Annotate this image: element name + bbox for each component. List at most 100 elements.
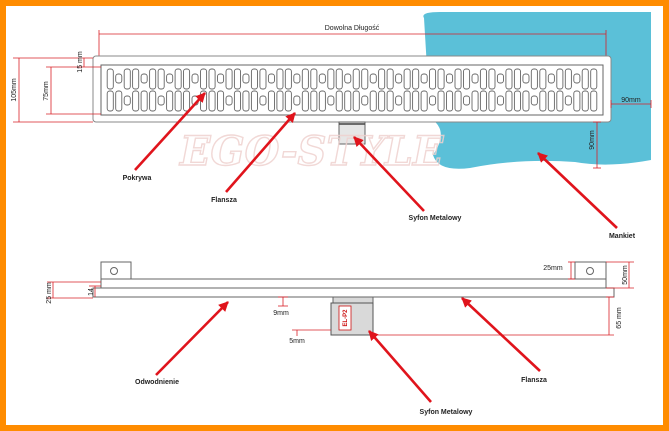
grate-slot [378,68,386,90]
callout-siphon-top: Syfon Metalowy [409,215,462,222]
grate-slot [149,90,157,112]
grate-slot [412,90,420,112]
grate-slot [573,73,581,84]
side-dimensions [47,261,634,336]
siphon-stamp-box [338,305,352,331]
grate-slot [454,90,462,112]
side-siphon [330,302,374,336]
grate-slot [183,68,191,90]
grate-slot [429,95,437,106]
dim-membrane-bottom: 90mm [589,130,596,150]
grate-slot [539,90,547,112]
grate-slot [522,90,530,112]
callout-drain: Odwodnienie [135,379,179,386]
grate-slot [225,68,233,90]
grate-slot [191,73,199,84]
grate-slot [386,90,394,112]
grate-slot [590,90,598,112]
grate-slot [225,95,233,106]
grate-slot [412,68,420,90]
grate-slot [386,68,394,90]
grate-slot [369,90,377,112]
left-dimensions [13,57,101,123]
grate-slot [344,90,352,112]
grate-slot [446,90,454,112]
dim-siphon-top: 9mm [273,310,289,317]
grate-slot [361,68,369,90]
grate-slot [157,95,165,106]
left-mounting-hole [110,267,118,275]
grate-slot [581,90,589,112]
grate-slot [174,90,182,112]
grate-slot [174,68,182,90]
grate-slot [233,68,241,90]
right-mounting-hole [586,267,594,275]
side-profile [92,261,615,298]
grate-slot [335,90,343,112]
grate-slot [590,68,598,90]
grate-slot [132,68,140,90]
grate-slot [284,90,292,112]
dim-left-height: 25 mm [46,282,53,304]
grate-slot [471,90,479,112]
grate-slot [301,90,309,112]
grate-slot [242,73,250,84]
grate-slot [310,68,318,90]
grate-slot [395,95,403,106]
grate-slot [403,90,411,112]
grate-slot [293,95,301,106]
grate-slot [217,73,225,84]
watermark-logo: EGO-STYLE [179,128,444,175]
grate-slot [318,90,326,112]
grate-slot [437,90,445,112]
grate-slot [276,90,284,112]
grate-slot [284,68,292,90]
grate-slot [259,95,267,106]
grate-slot [352,68,360,90]
grate-slot [471,73,479,84]
grate-slot [259,68,267,90]
grate-slot [123,95,131,106]
grate-slot [200,68,208,90]
grate-slot [556,90,564,112]
grate-slot [463,68,471,90]
length-dimension [98,30,607,60]
grate-slot [513,90,521,112]
grate-slot [446,73,454,84]
grate-slot [361,95,369,106]
grate-slot [140,73,148,84]
right-dimensions [593,100,652,169]
grate-slot [488,90,496,112]
dim-siphon-gap: 5mm [289,338,305,345]
dim-membrane-side: 90mm [621,97,641,104]
grate-slot [183,90,191,112]
grate-slot [293,73,301,84]
grate-slot [310,90,318,112]
grate-slot [318,73,326,84]
grate-slot [301,68,309,90]
dim-total-depth: 65 mm [616,307,623,329]
callout-flange-side: Flansza [521,377,547,384]
dim-flange: 15 mm [77,51,84,73]
grate-slot [115,73,123,84]
callout-flange-top: Flansza [211,197,237,204]
grate-slot [573,90,581,112]
grate-slot [166,90,174,112]
grate-slot [123,68,131,90]
grate-slot [463,95,471,106]
grate-slot [267,73,275,84]
grate-slot [166,73,174,84]
grate-slot [564,68,572,90]
grate-slot [208,90,216,112]
grate-slot [327,95,335,106]
grate-slot [437,68,445,90]
grate-slot [564,95,572,106]
grate-slot [581,68,589,90]
length-label: Dowolna Długość [325,25,380,32]
grate-slot [505,68,513,90]
grate-slot [250,90,258,112]
grate-slot [479,68,487,90]
grate-slot [250,68,258,90]
grate-slot [157,68,165,90]
